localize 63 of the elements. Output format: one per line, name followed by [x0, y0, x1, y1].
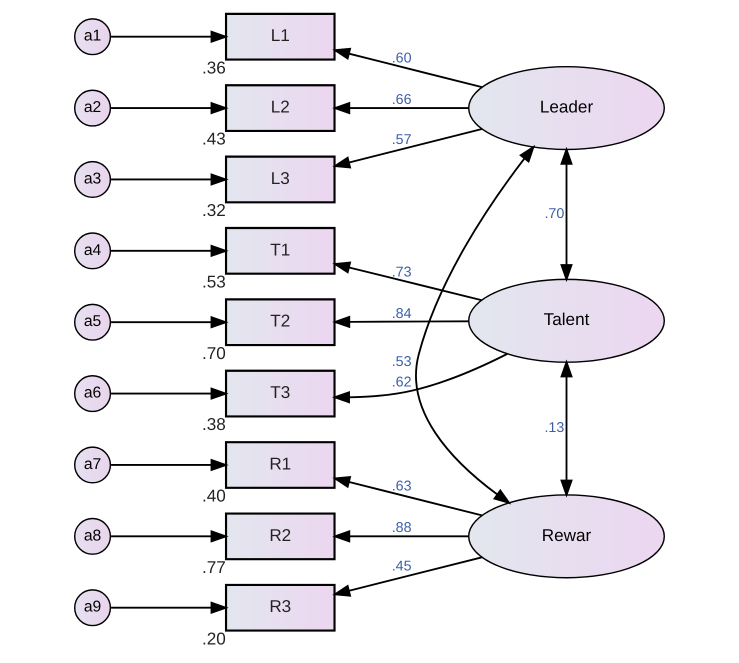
node-box: R1: [224, 441, 336, 489]
node-label: .36: [202, 57, 226, 78]
node-circle: a6: [74, 375, 112, 412]
arrow: [111, 387, 229, 400]
node-circle: a1: [74, 18, 112, 56]
node-circle: a4: [74, 232, 112, 270]
arrow: [415, 144, 536, 504]
node-label: .32: [202, 200, 226, 220]
node-box: T1: [224, 226, 336, 275]
edge-label: .70: [544, 206, 564, 222]
arrow: [111, 530, 229, 543]
node-ellipse: Leader: [468, 66, 665, 150]
node-ellipse: Rewar: [468, 494, 665, 578]
edge-label: .13: [544, 420, 564, 436]
arrow: [332, 476, 482, 516]
arrow: [332, 48, 482, 88]
arrow: [111, 30, 229, 44]
node-label: .38: [202, 414, 226, 434]
arrow: [332, 128, 482, 168]
node-box: T3: [224, 370, 336, 418]
node-ellipse: Talent: [468, 278, 665, 363]
edge-label: .84: [392, 306, 412, 322]
edge-label: .62: [392, 374, 412, 390]
arrow: [560, 146, 573, 282]
edge-label: .66: [392, 92, 412, 108]
node-box: T2: [224, 298, 336, 346]
node-circle: a5: [74, 304, 112, 341]
node-circle: a8: [74, 518, 112, 555]
node-label: .43: [202, 128, 226, 149]
node-box: L1: [224, 12, 336, 61]
node-box: L2: [224, 84, 336, 132]
edge-label: .73: [392, 264, 412, 281]
arrow: [111, 173, 229, 186]
node-circle: a9: [74, 589, 112, 626]
node-label: .53: [202, 271, 226, 292]
edge-label: .60: [392, 50, 412, 66]
arrow: [332, 353, 508, 404]
arrow: [111, 601, 229, 614]
node-circle: a2: [74, 90, 112, 127]
node-circle: a3: [74, 160, 112, 198]
arrow: [111, 102, 229, 114]
arrow: [332, 530, 468, 543]
arrow: [332, 556, 482, 597]
node-label: .77: [202, 556, 226, 577]
arrow: [111, 244, 229, 258]
edge-label: .57: [392, 132, 412, 148]
arrow: [111, 316, 229, 329]
edge-label: .63: [392, 478, 412, 495]
arrow: [332, 316, 468, 328]
node-box: R3: [224, 584, 336, 632]
arrow: [332, 102, 468, 114]
node-label: .20: [202, 628, 226, 648]
arrow: [111, 458, 229, 472]
node-label: .40: [202, 486, 226, 506]
node-circle: a7: [74, 446, 112, 484]
node-label: .70: [202, 342, 226, 363]
edge-label: .45: [392, 558, 412, 575]
arrow: [332, 262, 482, 302]
arrow: [560, 359, 573, 498]
node-box: R2: [224, 512, 336, 560]
node-box: L3: [224, 156, 336, 204]
edge-label: .53: [392, 354, 412, 370]
edge-label: .88: [392, 520, 412, 536]
